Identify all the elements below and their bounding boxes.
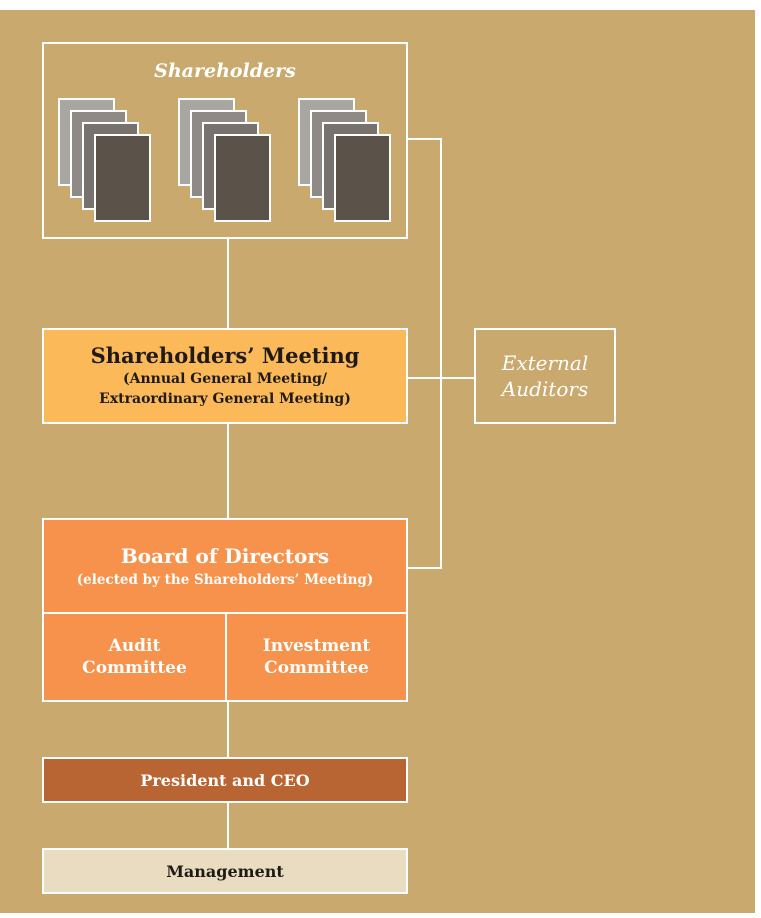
board-of-directors-box: Board of Directors (elected by the Share… (42, 518, 408, 614)
auditors-line2: Auditors (501, 377, 589, 401)
meeting-title: Shareholders’ Meeting (90, 343, 360, 368)
connector-ceo-management (227, 791, 229, 849)
investment-committee-line2: Committee (264, 658, 369, 678)
connector-meeting-auditors (407, 377, 475, 379)
president-ceo-box: President and CEO (42, 757, 408, 803)
auditors-line1: External (501, 351, 589, 375)
management-box: Management (42, 848, 408, 894)
connector-shareholders-meeting (227, 237, 229, 329)
board-title: Board of Directors (120, 544, 330, 568)
meeting-subtitle-line1: (Annual General Meeting/ (122, 371, 328, 387)
document-stack-3-icon (298, 98, 398, 228)
ceo-label: President and CEO (140, 770, 310, 790)
audit-committee-line2: Committee (82, 658, 187, 678)
connector-auditors-vertical (440, 138, 442, 569)
shareholders-meeting-box: Shareholders’ Meeting (Annual General Me… (42, 328, 408, 424)
org-chart: Shareholders Shareholders’ Meeting (Annu… (0, 10, 755, 913)
shareholders-box: Shareholders (42, 42, 408, 239)
connector-board-auditors (407, 567, 442, 569)
investment-committee-line1: Investment (262, 636, 371, 656)
connector-board-ceo (227, 700, 229, 758)
connector-shareholders-auditors (407, 138, 442, 140)
meeting-subtitle-line2: Extraordinary General Meeting) (99, 391, 351, 407)
shareholders-title: Shareholders (154, 60, 296, 82)
document-stack-1-icon (58, 98, 158, 228)
management-label: Management (166, 861, 284, 881)
document-stack-2-icon (178, 98, 278, 228)
audit-committee-line1: Audit (108, 636, 161, 656)
board-subtitle: (elected by the Shareholders’ Meeting) (76, 572, 374, 588)
external-auditors-box: External Auditors (474, 328, 616, 424)
audit-committee-box: Audit Committee (42, 612, 227, 702)
connector-meeting-board (227, 423, 229, 519)
investment-committee-box: Investment Committee (225, 612, 408, 702)
